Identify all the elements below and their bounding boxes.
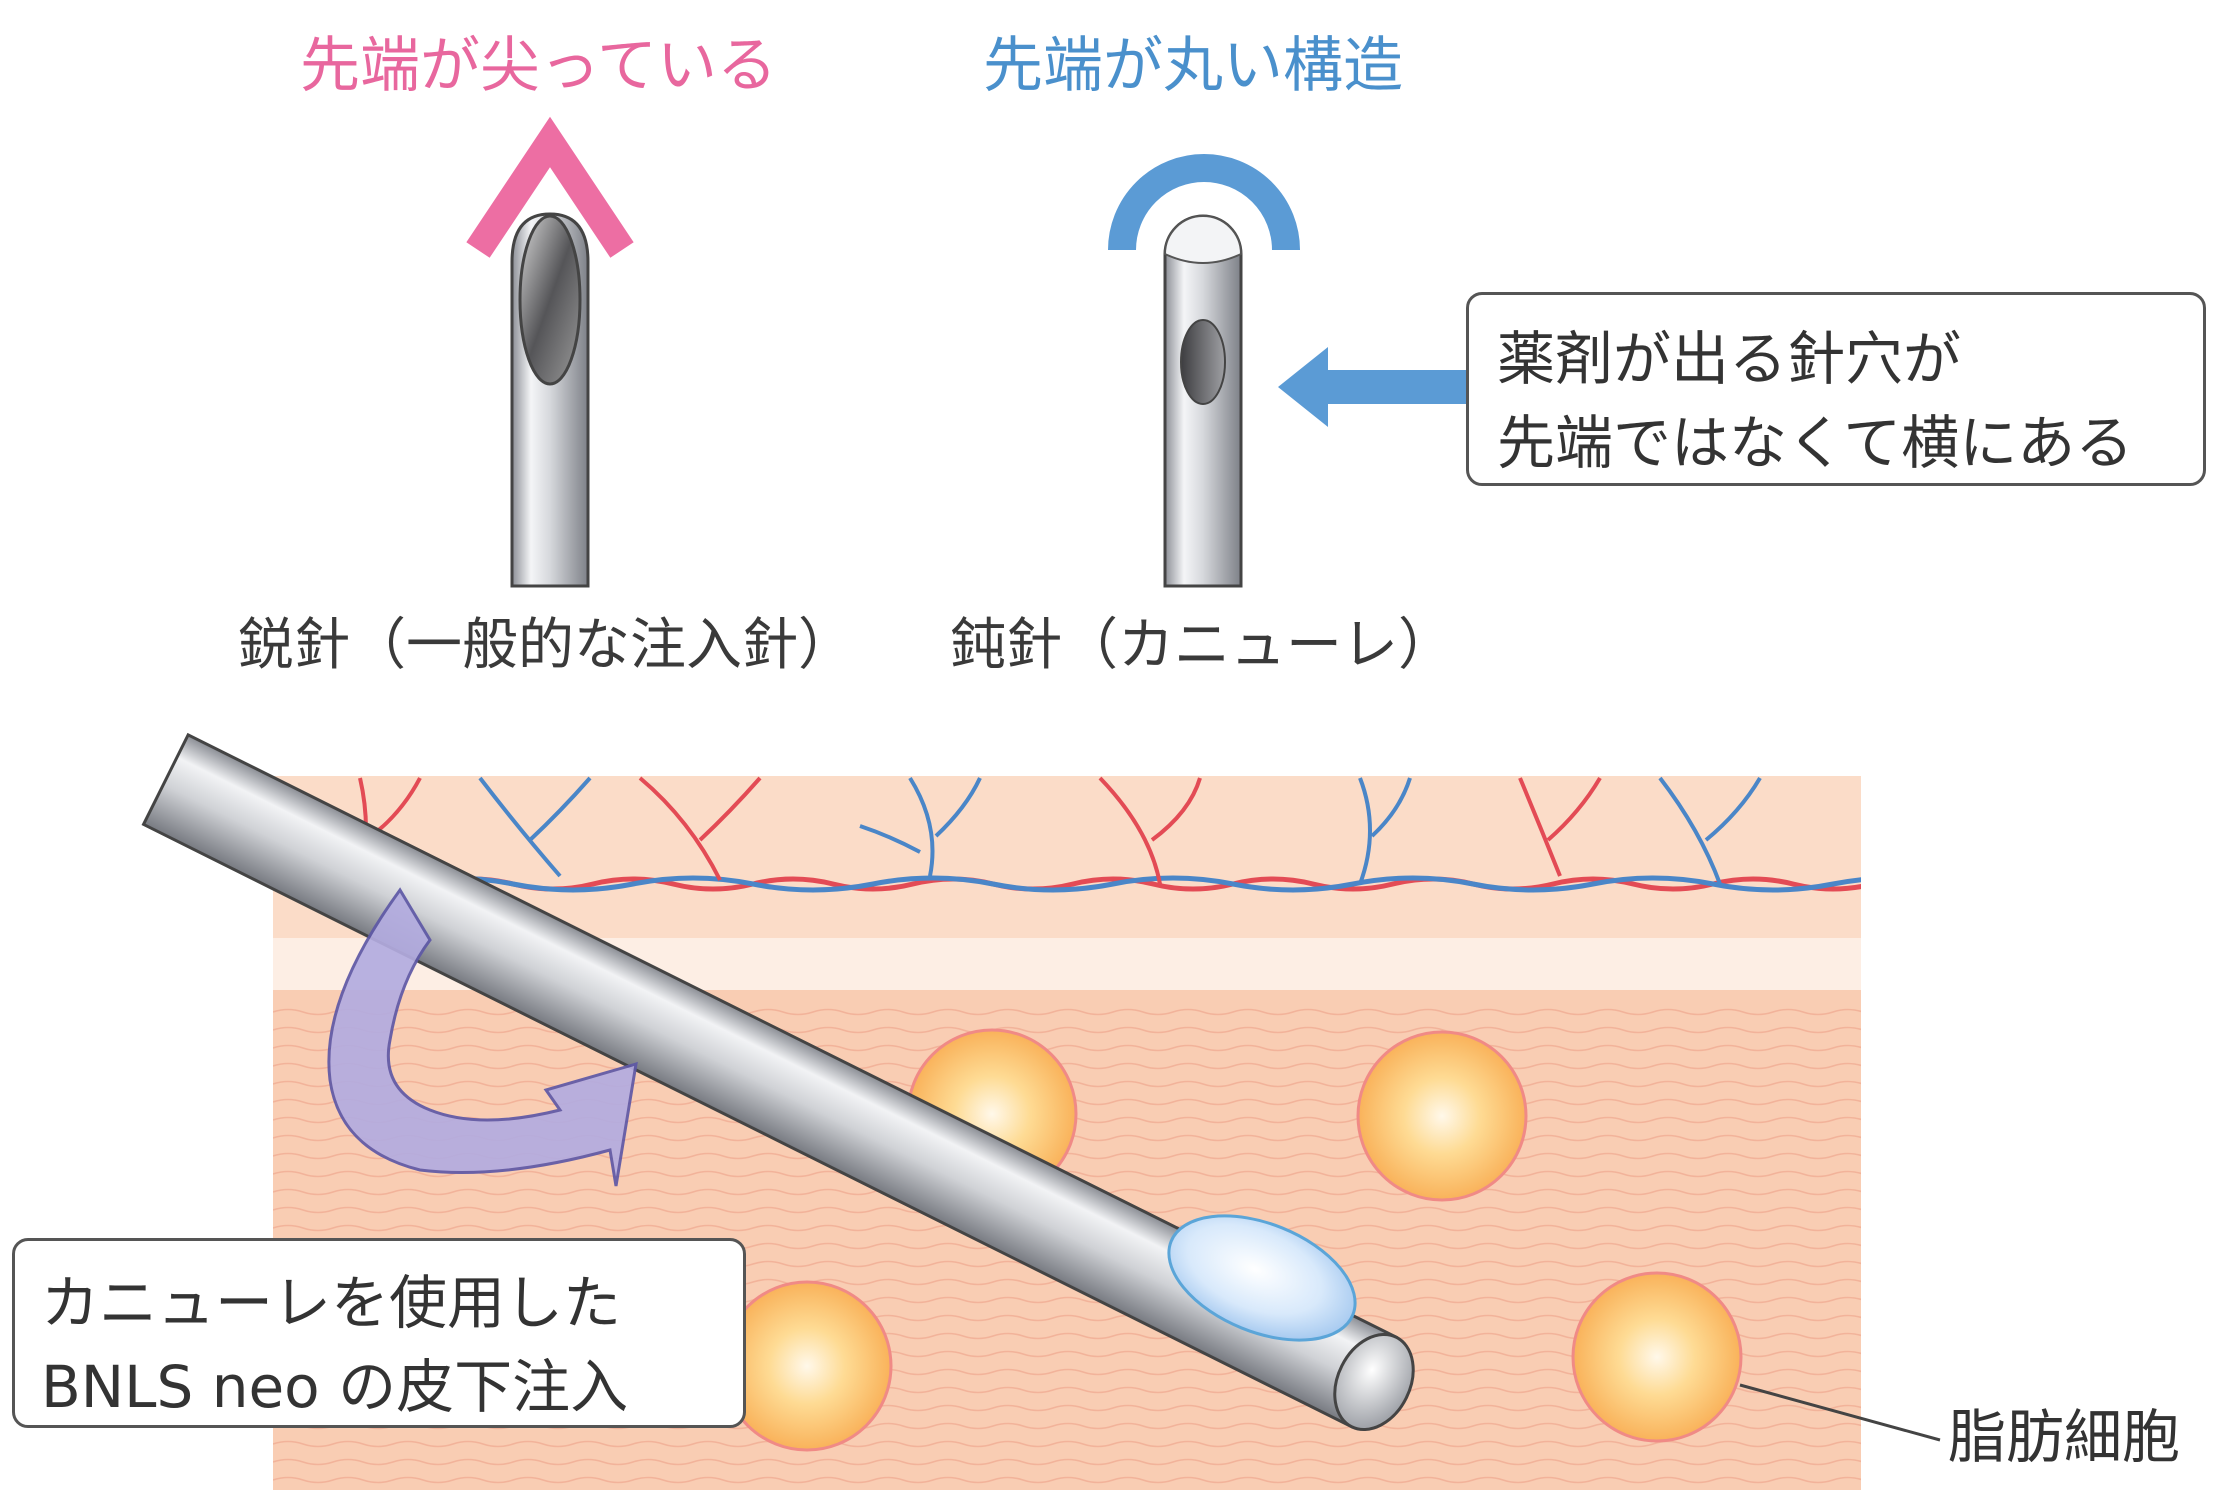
callout-line: 薬剤が出る針穴が (1497, 325, 1962, 393)
vein-branch (859, 776, 982, 877)
side-hole-arrow (1278, 347, 1468, 427)
sharp-needle-bevel (518, 214, 582, 386)
pointed-tip-heading: 先端が尖っている (300, 31, 777, 101)
pointed-tip-marker (466, 116, 634, 258)
fat-cell (721, 1280, 893, 1452)
blunt-needle-caption: 鈍針（カニューレ） (950, 613, 1454, 678)
tissue-fiber (273, 1440, 1861, 1448)
tissue-fiber (273, 1062, 1861, 1070)
tissue-fiber (273, 1026, 1861, 1034)
tissue-fiber (273, 1476, 1861, 1484)
rotation-arrow (327, 887, 638, 1187)
fat-cell (1356, 1030, 1528, 1202)
injection-callout: カニューレを使用した BNLS neo の皮下注入 (12, 1238, 746, 1428)
vein (273, 873, 1861, 893)
tissue-fiber (273, 1044, 1861, 1052)
fat-cell-leader-line (1739, 1383, 1941, 1442)
skin-cross-section (141, 732, 1941, 1490)
sharp-needle (466, 116, 634, 588)
artery-branch (1098, 776, 1202, 885)
fat-cell-label: 脂肪細胞 (1948, 1403, 2181, 1471)
artery-branch (1518, 776, 1602, 877)
cannula (141, 732, 1415, 1432)
blunt-needle (1108, 154, 1468, 588)
artery-branch (638, 776, 762, 881)
injected-drug (1167, 1214, 1357, 1342)
vein-branch (1658, 776, 1762, 885)
sharp-needle-caption: 鋭針（一般的な注入針） (238, 613, 854, 678)
vein-branch (1358, 777, 1412, 885)
callout-line: カニューレを使用した (41, 1269, 622, 1337)
fat-cell (1571, 1271, 1743, 1443)
cannula-tip (1333, 1332, 1415, 1432)
tissue-fiber (273, 1458, 1861, 1466)
round-tip-heading: 先端が丸い構造 (983, 31, 1403, 101)
side-hole-callout: 薬剤が出る針穴が 先端ではなくて横にある (1466, 292, 2206, 486)
callout-line: BNLS neo の皮下注入 (41, 1353, 629, 1421)
blunt-needle-tip (1163, 215, 1243, 264)
vein-branch (478, 776, 592, 878)
round-tip-marker (1108, 154, 1300, 251)
tissue-fiber (273, 1098, 1861, 1106)
tissue-fiber (273, 1080, 1861, 1088)
side-hole (1180, 319, 1226, 405)
tissue-fiber (273, 1170, 1861, 1178)
callout-line: 先端ではなくて横にある (1497, 409, 2134, 477)
blood-vessels (273, 776, 1861, 893)
